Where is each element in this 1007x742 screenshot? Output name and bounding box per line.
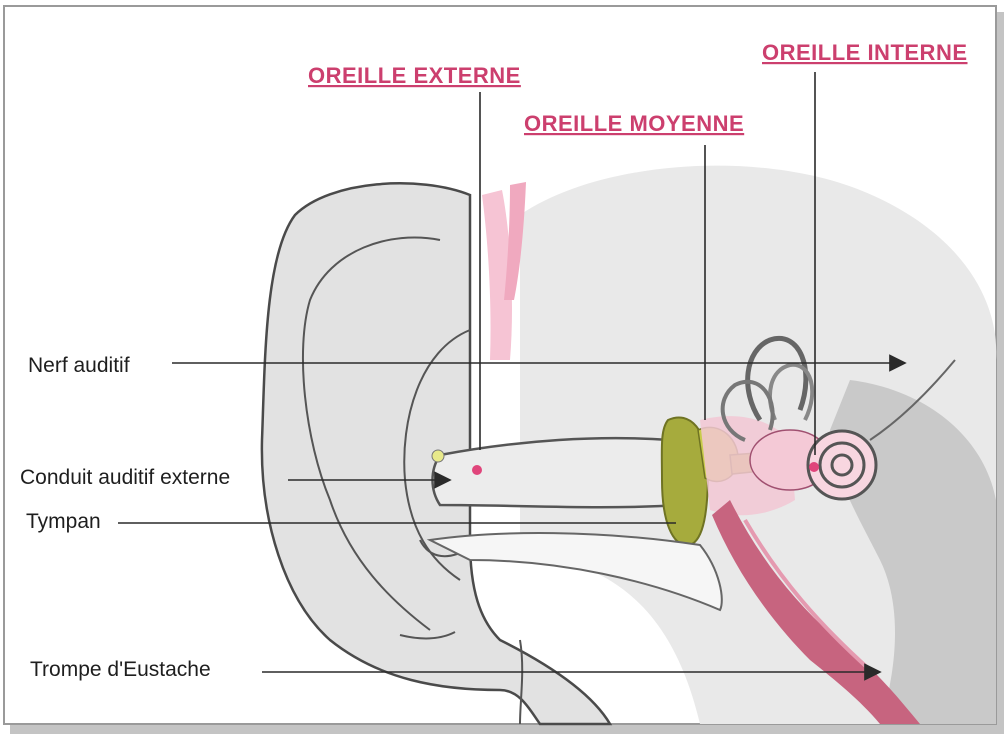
title-oreille-moyenne: OREILLE MOYENNE (524, 111, 744, 136)
canal-entry-dot (432, 450, 444, 462)
label-conduit-auditif-externe: Conduit auditif externe (20, 466, 230, 489)
canal-marker (472, 465, 482, 475)
title-oreille-externe: OREILLE EXTERNE (308, 63, 521, 88)
title-oreille-interne: OREILLE INTERNE (762, 40, 968, 65)
inner-ear-marker (809, 462, 819, 472)
label-tympan: Tympan (26, 510, 101, 533)
label-trompe-eustache: Trompe d'Eustache (30, 658, 211, 681)
label-nerf-auditif: Nerf auditif (28, 354, 130, 377)
